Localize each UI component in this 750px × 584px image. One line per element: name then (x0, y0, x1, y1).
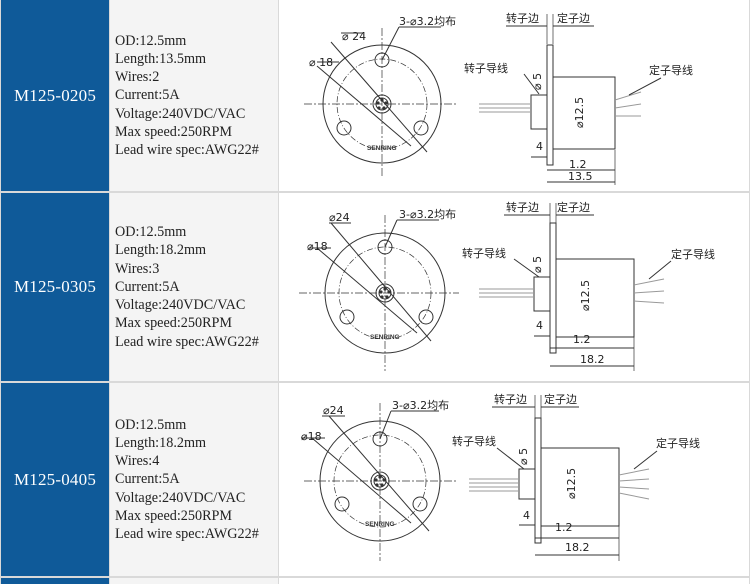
dim-inner-diameter: ⌀18 (307, 240, 328, 253)
front-view (304, 26, 457, 178)
side-view (469, 395, 658, 561)
dim-holes: 3-⌀3.2均布 (399, 208, 456, 221)
dim-rotor-length: 4 (536, 319, 543, 332)
dim-outer-diameter: ⌀24 (329, 211, 350, 224)
dim-flange: 1.2 (569, 158, 587, 171)
specs-cell-partial (110, 578, 278, 584)
spec-wires: Wires:3 (115, 260, 160, 277)
label-stator-side: 定子边 (544, 392, 577, 406)
label-rotor-side: 转子边 (494, 392, 527, 406)
table-row: M125-0405 OD:12.5mm Length:18.2mm Wires:… (0, 383, 750, 576)
dim-inner-diameter: ⌀ 18 (309, 56, 333, 69)
dim-body-diameter: ⌀12.5 (565, 468, 578, 499)
spec-speed: Max speed:250RPM (115, 507, 233, 524)
brand-label: SENRING (370, 334, 400, 341)
table-row: M125-0305 OD:12.5mm Length:18.2mm Wires:… (0, 193, 750, 381)
label-stator-wire: 定子导线 (656, 436, 700, 450)
label-rotor-wire: 转子导线 (462, 246, 506, 260)
specs-cell: OD:12.5mm Length:18.2mm Wires:3 Current:… (110, 193, 278, 381)
technical-drawing: ⌀24 ⌀18 3-⌀3.2均布 SENRING (279, 383, 749, 576)
label-stator-wire: 定子导线 (649, 63, 693, 77)
dim-rotor-diameter: ⌀ 5 (517, 448, 530, 465)
label-rotor-wire: 转子导线 (464, 61, 508, 75)
dim-outer-diameter: ⌀24 (323, 404, 344, 417)
dim-body-diameter: ⌀12.5 (579, 280, 592, 311)
dim-total-length: 18.2 (580, 353, 605, 366)
label-stator-side: 定子边 (557, 200, 590, 214)
front-view (299, 215, 459, 371)
label-stator-wire: 定子导线 (671, 247, 715, 261)
drawing-svg: ⌀24 ⌀18 3-⌀3.2均布 SENRING (299, 200, 715, 371)
label-rotor-side: 转子边 (506, 11, 539, 25)
dim-rotor-length: 4 (536, 140, 543, 153)
dim-holes: 3-⌀3.2均布 (399, 15, 456, 28)
spec-od: OD:12.5mm (115, 224, 187, 241)
specs-cell: OD:12.5mm Length:18.2mm Wires:4 Current:… (110, 383, 278, 576)
model-cell: M125-0305 (1, 193, 109, 381)
dim-holes: 3-⌀3.2均布 (392, 399, 449, 412)
model-cell: M125-0205 (1, 0, 109, 191)
dim-rotor-diameter: ⌀ 5 (531, 73, 544, 90)
spec-lead-wire: Lead wire spec:AWG22# (115, 526, 259, 542)
spec-current: Current:5A (115, 87, 180, 104)
dim-rotor-diameter: ⌀ 5 (531, 256, 544, 273)
spec-lead-wire: Lead wire spec:AWG22# (115, 333, 259, 350)
spec-current: Current:5A (115, 471, 180, 488)
label-rotor-side: 转子边 (506, 200, 539, 214)
drawing-svg: ⌀24 ⌀18 3-⌀3.2均布 SENRING (301, 392, 700, 561)
model-cell-partial (1, 578, 109, 584)
dim-outer-diameter: ⌀ 24 (342, 30, 366, 43)
spec-od: OD:12.5mm (115, 416, 187, 433)
dim-flange: 1.2 (555, 521, 573, 534)
dim-rotor-length: 4 (523, 509, 530, 522)
front-view (301, 403, 457, 561)
dim-flange: 1.2 (573, 333, 591, 346)
spec-voltage: Voltage:240VDC/VAC (115, 297, 246, 314)
spec-lead-wire: Lead wire spec:AWG22# (115, 142, 259, 158)
drawing-cell-partial (279, 578, 749, 584)
dim-total-length: 13.5 (568, 170, 593, 183)
spec-voltage: Voltage:240VDC/VAC (115, 489, 246, 506)
spec-length: Length:13.5mm (115, 50, 207, 67)
spec-length: Length:18.2mm (115, 242, 207, 259)
brand-label: SENRING (367, 145, 397, 152)
spec-length: Length:18.2mm (115, 434, 207, 451)
technical-drawing: ⌀24 ⌀18 3-⌀3.2均布 SENRING (279, 193, 749, 381)
spec-od: OD:12.5mm (115, 32, 187, 49)
table-row: M125-0205 OD:12.5mm Length:13.5mm Wires:… (0, 0, 750, 191)
label-stator-side: 定子边 (557, 11, 590, 25)
brand-label: SENRING (365, 521, 395, 528)
dim-total-length: 18.2 (565, 541, 590, 554)
side-view (479, 14, 662, 185)
spec-current: Current:5A (115, 278, 180, 295)
model-cell: M125-0405 (1, 383, 109, 576)
side-view (479, 203, 672, 371)
spec-wires: Wires:2 (115, 69, 160, 86)
specs-cell: OD:12.5mm Length:13.5mm Wires:2 Current:… (110, 0, 278, 191)
dim-inner-diameter: ⌀18 (301, 430, 322, 443)
label-rotor-wire: 转子导线 (452, 434, 496, 448)
table-row-partial (0, 578, 750, 584)
technical-drawing: ⌀ 24 ⌀ 18 3-⌀3.2均布 SENRING (279, 0, 749, 191)
spec-speed: Max speed:250RPM (115, 123, 233, 140)
drawing-svg: ⌀ 24 ⌀ 18 3-⌀3.2均布 SENRING (304, 11, 693, 185)
spec-voltage: Voltage:240VDC/VAC (115, 105, 246, 122)
spec-speed: Max speed:250RPM (115, 315, 233, 332)
dim-body-diameter: ⌀12.5 (573, 97, 586, 128)
spec-wires: Wires:4 (115, 453, 160, 470)
